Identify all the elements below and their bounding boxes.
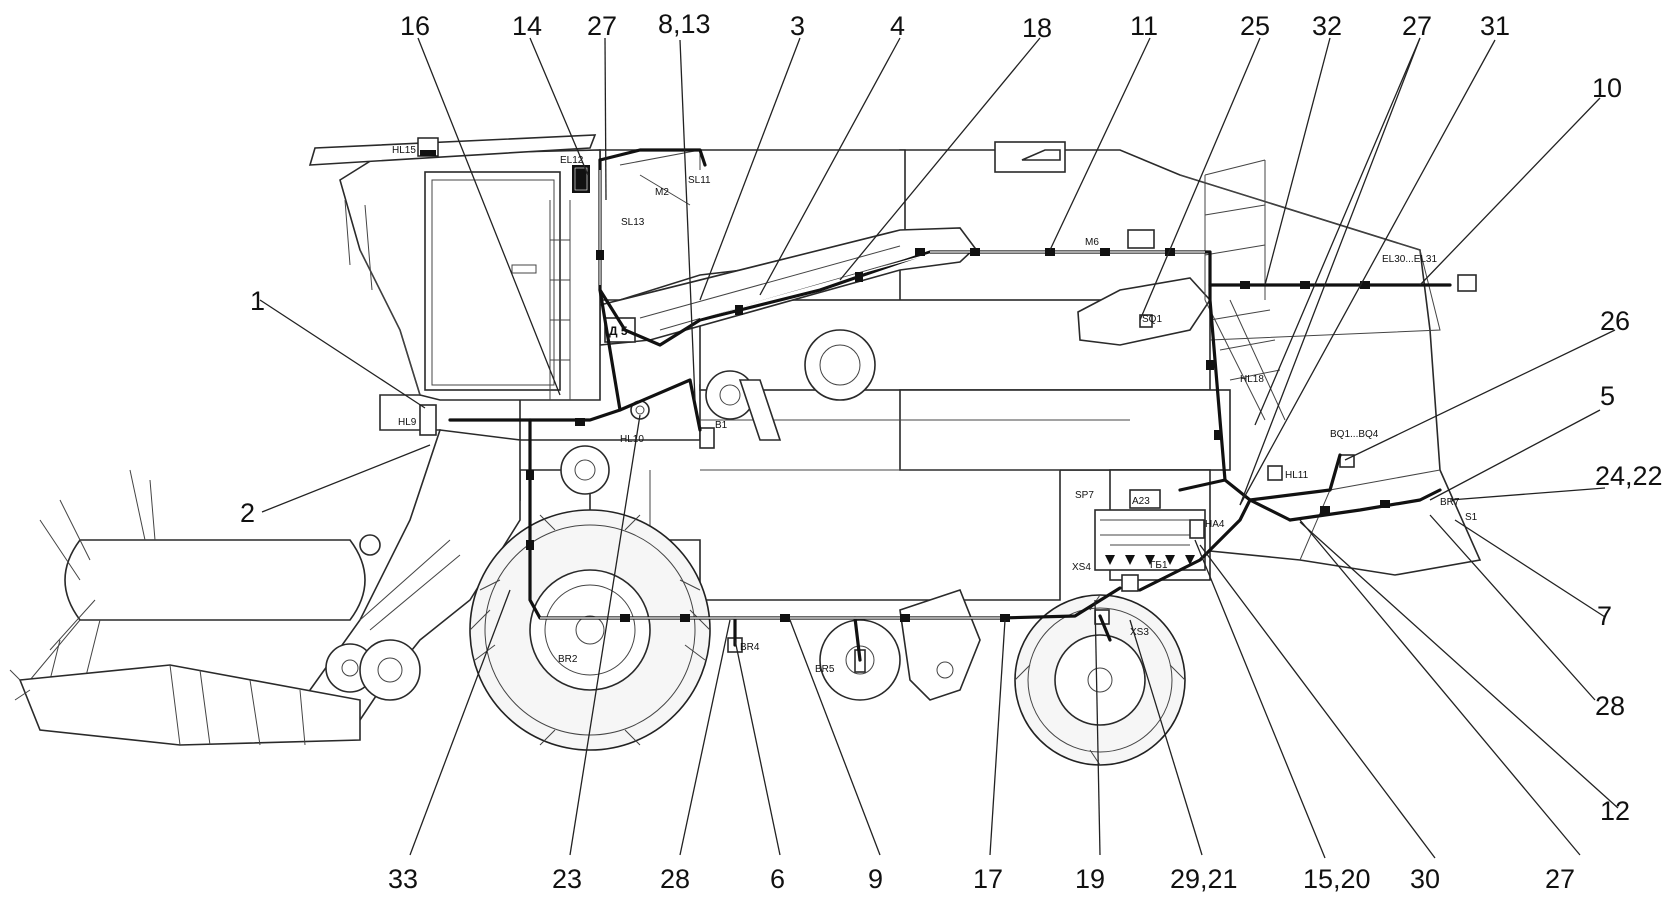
tag-M6: M6 [1085,237,1099,248]
wiring-harness [448,148,1452,662]
tag-BR7: BR7 [1440,497,1460,508]
tag-A23: A23 [1132,496,1150,507]
tag-BR2: BR2 [558,654,578,665]
tag-BR4: BR4 [740,642,760,653]
callout-32: 32 [1312,11,1342,41]
callout-4: 4 [890,11,905,41]
header-reel [9,429,521,746]
tag-SL11: SL11 [688,175,711,186]
callout-1: 1 [250,286,265,316]
tag-HL10: HL10 [620,434,644,445]
callout-10: 10 [1592,73,1622,103]
callout-28-right: 28 [1595,691,1625,721]
callout-9: 9 [868,864,883,894]
components [419,149,1477,673]
callout-16: 16 [400,11,430,41]
tag-B1: B1 [715,420,728,431]
tag-EL30: EL30...EL31 [1382,254,1437,265]
tag-HL11: HL11 [1285,470,1309,481]
callout-3: 3 [790,11,805,41]
tag-BR5: BR5 [815,664,835,675]
callout-19: 19 [1075,864,1105,894]
callout-7: 7 [1597,601,1612,631]
rear-wheel [1014,594,1186,766]
callout-5: 5 [1600,381,1615,411]
callout-6: 6 [770,864,785,894]
tag-XS4: XS4 [1072,562,1091,573]
tag-BQ: BQ1...BQ4 [1330,429,1379,440]
callout-29-21: 29,21 [1170,864,1238,894]
callout-8-13: 8,13 [658,9,711,39]
callout-33: 33 [388,864,418,894]
callout-28-bottom: 28 [660,864,690,894]
callout-24-22: 24,22 [1595,461,1663,491]
callout-15-20: 15,20 [1303,864,1371,894]
callout-27-top-left: 27 [587,11,617,41]
tag-SL13: SL13 [621,217,645,228]
tag-EL12: EL12 [560,155,584,166]
callout-2: 2 [240,498,255,528]
tag-M2: M2 [655,187,669,198]
callout-27-bottom: 27 [1545,864,1575,894]
callout-12: 12 [1600,796,1630,826]
tag-D5: Д 5 [609,324,628,338]
callout-30: 30 [1410,864,1440,894]
tag-XS3: XS3 [1130,627,1149,638]
tag-GB1: ГБ1 [1150,560,1168,571]
callout-17: 17 [973,864,1003,894]
callout-31: 31 [1480,11,1510,41]
tag-S1: S1 [1465,512,1478,523]
callout-numbers: 16 14 27 8,13 3 4 18 11 25 32 27 31 10 1… [240,9,1663,894]
tag-HA4: HA4 [1205,519,1225,530]
leader-lines [259,37,1619,859]
front-wheel [469,509,711,751]
tag-HL9: HL9 [398,417,417,428]
tag-SQ1: SQ1 [1142,314,1162,325]
callout-11: 11 [1130,11,1158,41]
component-tags: HL15 EL12 M2 SL11 SL13 Д 5 HL9 HL10 B1 M… [392,145,1478,675]
tag-HL18: HL18 [1240,374,1264,385]
callout-18: 18 [1022,13,1052,43]
callout-23: 23 [552,864,582,894]
callout-14: 14 [512,11,542,41]
tag-HL15: HL15 [392,145,416,156]
callout-27-top-right: 27 [1402,11,1432,41]
tag-SP7: SP7 [1075,490,1094,501]
callout-26: 26 [1600,306,1630,336]
operator-cab [308,134,601,401]
callout-25: 25 [1240,11,1270,41]
